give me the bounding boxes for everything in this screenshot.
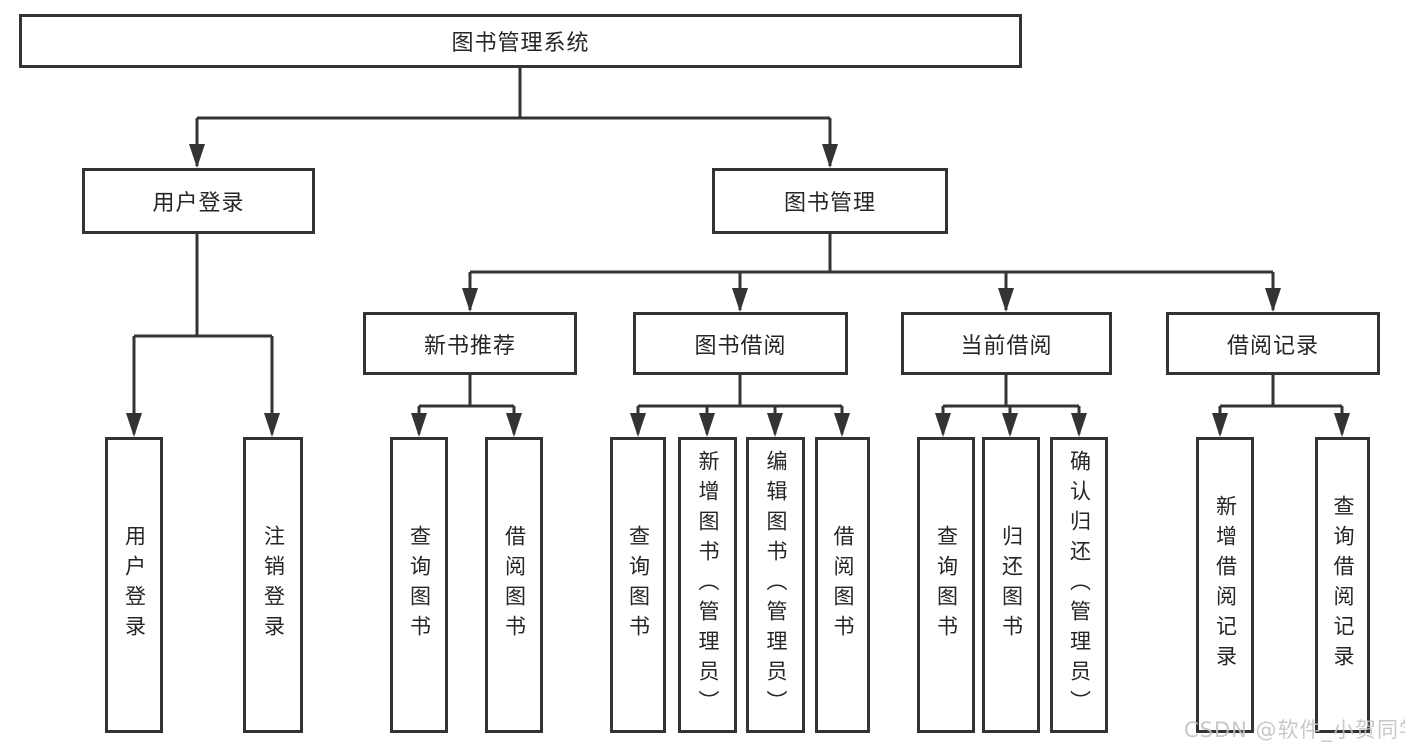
leaf-label: 用户登录 [122, 525, 147, 645]
arrowhead-icon [1212, 413, 1228, 437]
arrowhead-icon [411, 413, 427, 437]
arrowhead-icon [834, 413, 850, 437]
leaf-borrow-books: 借阅图书 [815, 437, 870, 733]
watermark: CSDN @软件_小贺同学 [1184, 718, 1405, 742]
leaf-query-borrow-record: 查询借阅记录 [1315, 437, 1370, 733]
arrowhead-icon [1002, 413, 1018, 437]
node-label: 新书推荐 [423, 333, 516, 359]
leaf-label: 确认归还（管理员） [1067, 450, 1092, 720]
connector-path [132, 68, 1344, 434]
arrowhead-icon [998, 288, 1014, 312]
node-label: 用户登录 [152, 191, 245, 216]
node-book-management: 图书管理 [712, 168, 948, 234]
leaf-label: 注销登录 [261, 525, 286, 645]
leaf-add-books-admin: 新增图书（管理员） [678, 437, 737, 733]
node-root: 图书管理系统 [19, 14, 1022, 68]
arrowhead-icon [767, 413, 783, 437]
leaf-borrow-books-recommend: 借阅图书 [485, 437, 543, 733]
leaf-query-books-borrow: 查询图书 [610, 437, 666, 733]
leaf-label: 查询图书 [407, 525, 432, 645]
leaf-label: 借阅图书 [502, 525, 527, 645]
node-user-login: 用户登录 [82, 168, 315, 234]
leaf-label: 新增借阅记录 [1213, 495, 1238, 675]
arrowhead-icon [699, 413, 715, 437]
node-book-borrow: 图书借阅 [633, 312, 848, 375]
leaf-label: 编辑图书（管理员） [764, 450, 788, 720]
leaf-label: 借阅图书 [831, 525, 855, 645]
arrowhead-icon [264, 413, 280, 437]
arrowhead-icon [126, 413, 142, 437]
arrowhead-icon [462, 288, 478, 312]
leaf-logout: 注销登录 [243, 437, 303, 733]
node-borrow-records: 借阅记录 [1166, 312, 1380, 375]
leaf-label: 查询借阅记录 [1331, 495, 1355, 675]
node-label: 借阅记录 [1226, 333, 1319, 359]
leaf-label: 查询图书 [626, 525, 651, 645]
leaf-label: 新增图书（管理员） [696, 450, 720, 720]
leaf-confirm-return-admin: 确认归还（管理员） [1050, 437, 1108, 733]
arrowhead-icon [506, 413, 522, 437]
arrowhead-icon [732, 288, 748, 312]
arrowhead-icon [1334, 413, 1350, 437]
leaf-label: 归还图书 [999, 525, 1024, 645]
node-new-book-recommend: 新书推荐 [363, 312, 577, 375]
arrowhead-icon [935, 413, 951, 437]
leaf-query-books-current: 查询图书 [917, 437, 975, 733]
leaf-query-books-recommend: 查询图书 [390, 437, 448, 733]
leaf-edit-books-admin: 编辑图书（管理员） [746, 437, 805, 733]
leaf-add-borrow-record: 新增借阅记录 [1196, 437, 1254, 733]
arrowhead-icon [189, 144, 205, 168]
leaf-user-login: 用户登录 [105, 437, 163, 733]
node-label: 图书管理系统 [451, 31, 590, 56]
node-label: 图书管理 [783, 191, 876, 216]
arrowhead-icon [1265, 288, 1281, 312]
node-label: 图书借阅 [694, 333, 787, 359]
node-current-borrow: 当前借阅 [901, 312, 1112, 375]
arrowhead-icon [1071, 413, 1087, 437]
leaf-return-books: 归还图书 [982, 437, 1040, 733]
arrowhead-icon [630, 413, 646, 437]
leaf-label: 查询图书 [934, 525, 959, 645]
arrowhead-icon [822, 144, 838, 168]
node-label: 当前借阅 [960, 333, 1053, 359]
